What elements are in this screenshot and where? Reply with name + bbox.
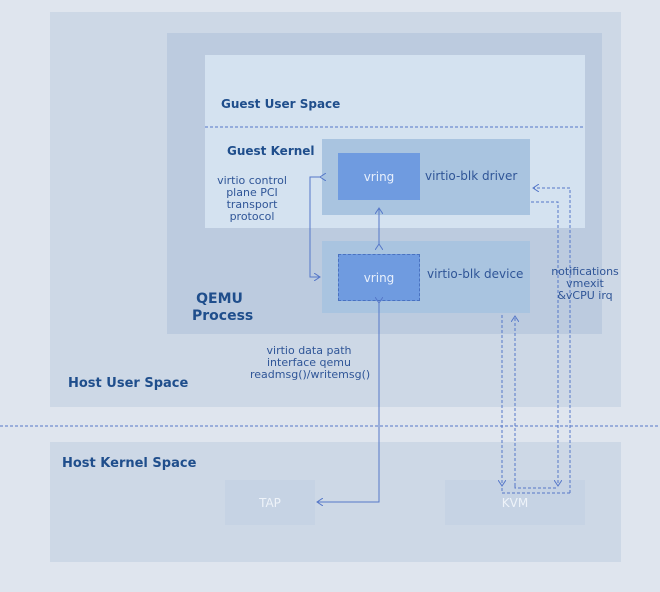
guest-kernel-label: Guest Kernel [227,144,315,158]
host-user-space-label: Host User Space [68,376,189,391]
data-path-arrow [317,303,379,502]
vring-driver-label: vring [363,169,395,184]
notifications-label: notifications vmexit &vCPU irq [551,265,619,302]
guest-user-space-label: Guest User Space [221,97,341,111]
device-label: virtio-blk device [427,267,524,281]
driver-label: virtio-blk driver [425,169,518,183]
kvm-label: KVM [501,495,529,510]
control-plane-label: virtio control plane PCI transport proto… [217,174,287,223]
tap-label: TAP [259,495,281,510]
kvm-loop-line [501,486,570,494]
kvm-to-driver-arrow [533,188,571,493]
vring-device-label: vring [363,270,395,285]
data-path-label: virtio data path interface qemu readmsg(… [250,344,371,381]
tap-box: TAP [225,480,315,525]
control-plane-arrow [309,177,320,277]
driver-to-kvm-arrow [531,201,558,486]
host-kernel-space-label: Host Kernel Space [62,456,197,471]
vring-driver: vring [338,153,420,200]
vring-device: vring [338,254,420,301]
qemu-process-label: QEMU Process [192,291,254,324]
